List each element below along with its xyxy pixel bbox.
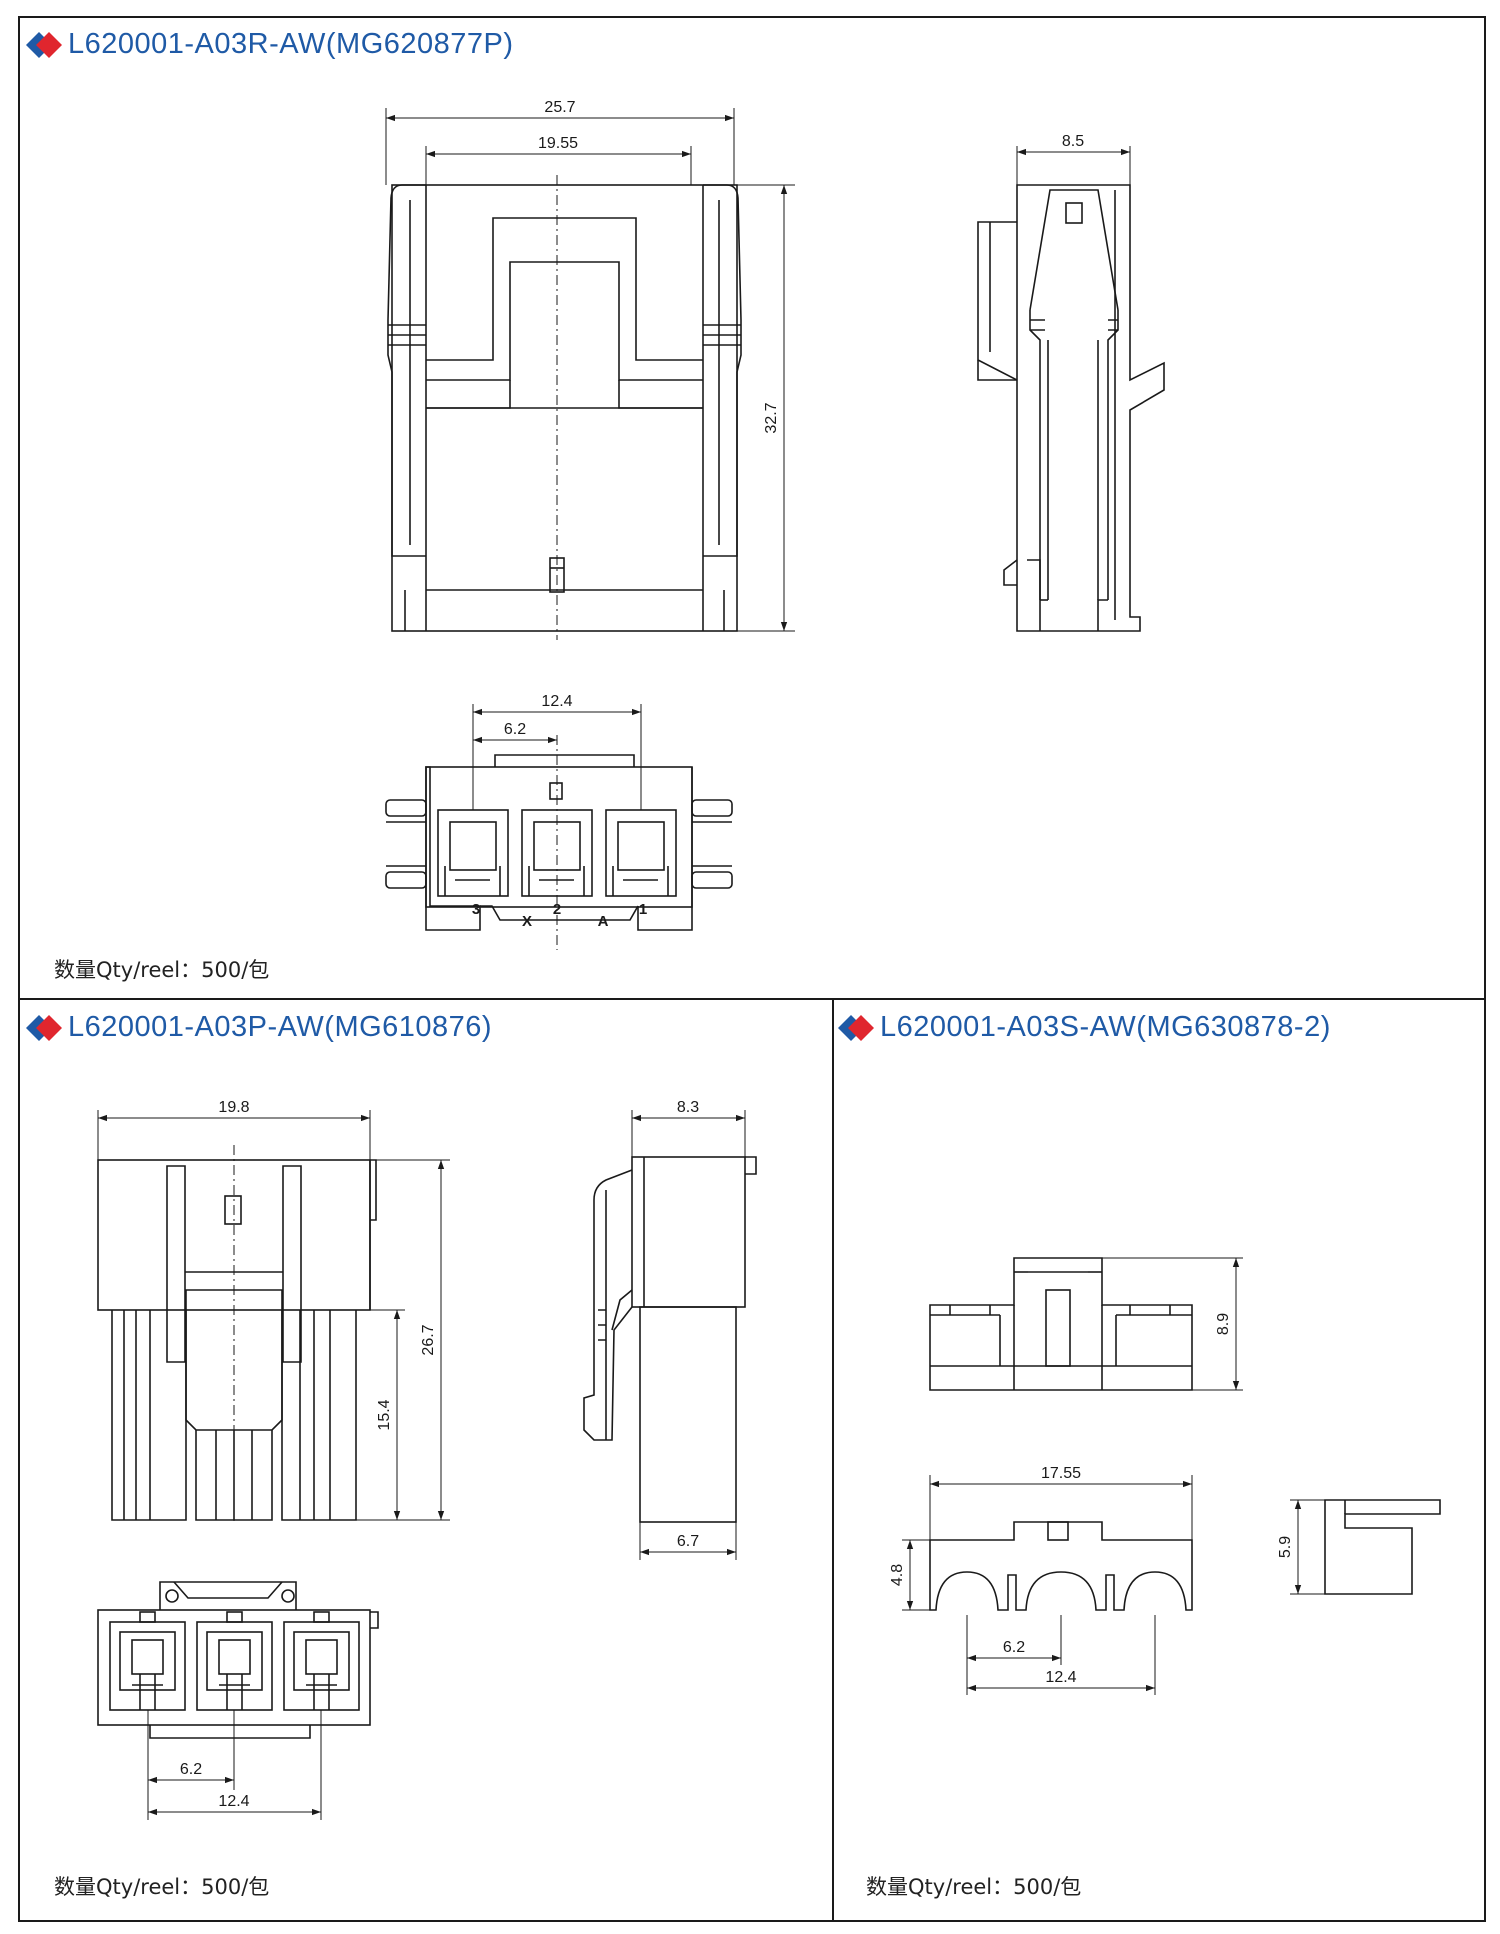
side-view-a03r (977, 184, 1165, 632)
dim-label: 12.4 (218, 1793, 249, 1810)
dim-label: 6.2 (504, 721, 526, 738)
dim-label: 19.55 (538, 135, 578, 152)
dim-label: 25.7 (544, 99, 575, 116)
dim-label: 8.3 (677, 1099, 699, 1116)
top-view-a03s (929, 1257, 1193, 1391)
dim-label: 6.2 (1003, 1639, 1025, 1656)
dim-label: 12.4 (1045, 1669, 1076, 1686)
panel-title: L620001-A03S-AW(MG630878-2) (880, 1011, 1331, 1043)
qty-label: 数量Qty/reel：500/包 (866, 1875, 1082, 1899)
dim-label: 26.7 (420, 1324, 437, 1355)
qty-label: 数量Qty/reel：500/包 (54, 1875, 270, 1899)
side-view-a03s (1324, 1499, 1441, 1595)
panel-title: L620001-A03P-AW(MG610876) (68, 1011, 493, 1043)
dim-label: 4.8 (889, 1564, 906, 1586)
end-view-a03p (97, 1581, 379, 1739)
front-view-a03s (929, 1521, 1193, 1611)
pin-label: X (522, 913, 532, 930)
brand-diamond-logo-icon (26, 32, 62, 58)
pin-label: 1 (639, 901, 647, 918)
dim-label: 17.55 (1041, 1465, 1081, 1482)
panel-title: L620001-A03R-AW(MG620877P) (68, 28, 514, 60)
dim-label: 8.9 (1215, 1313, 1232, 1335)
side-view-a03p (583, 1156, 757, 1523)
pin-label: A (598, 913, 609, 930)
dim-label: 15.4 (376, 1399, 393, 1430)
front-view-a03p (97, 1159, 377, 1521)
dim-label: 19.8 (218, 1099, 249, 1116)
dim-label: 6.7 (677, 1533, 699, 1550)
brand-diamond-logo-icon (838, 1015, 874, 1041)
dim-label: 5.9 (1277, 1536, 1294, 1558)
qty-label: 数量Qty/reel：500/包 (54, 958, 270, 982)
pin-label: 3 (472, 901, 480, 918)
panel-top-frame (18, 16, 1486, 1002)
dim-label: 12.4 (541, 693, 572, 710)
brand-diamond-logo-icon (26, 1015, 62, 1041)
dim-label: 32.7 (763, 402, 780, 433)
panel-bottom-right-frame (832, 998, 1486, 1922)
pin-label: 2 (553, 901, 561, 918)
panel-bottom-left-frame (18, 998, 836, 1922)
dim-label: 6.2 (180, 1761, 202, 1778)
dim-label: 8.5 (1062, 133, 1084, 150)
front-view-a03r (387, 184, 742, 632)
